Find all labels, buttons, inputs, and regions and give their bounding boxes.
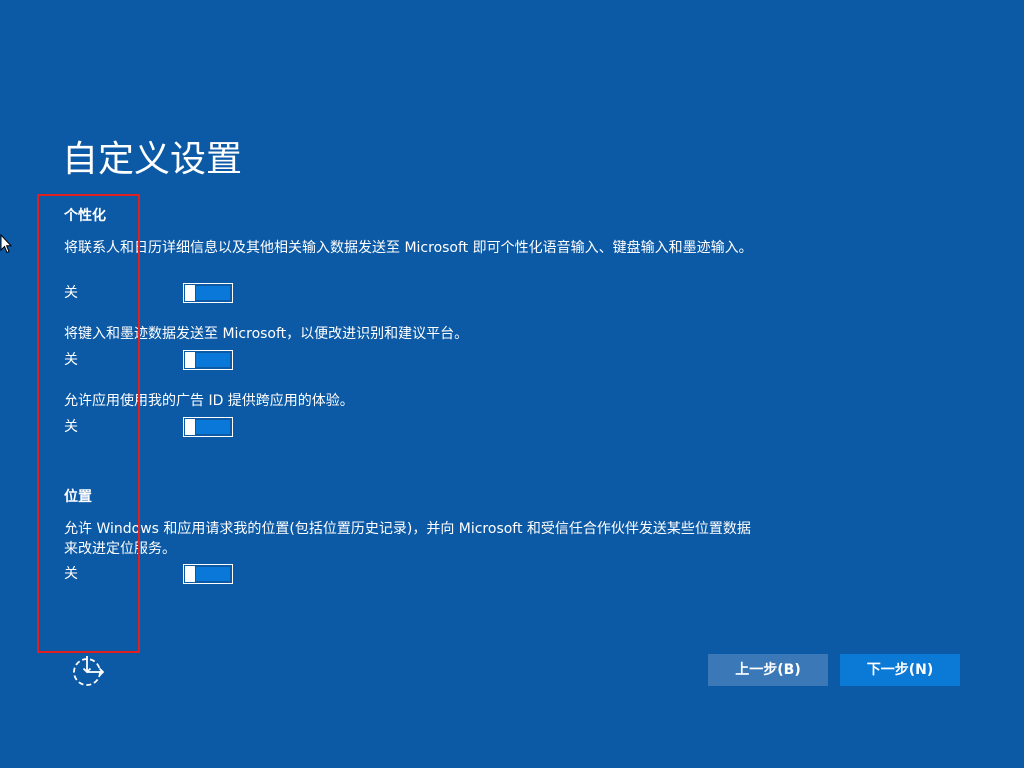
setting-description-typing-inking: 将键入和墨迹数据发送至 Microsoft，以便改进识别和建议平台。 [64,326,469,342]
setting-description-speech-inking: 将联系人和日历详细信息以及其他相关输入数据发送至 Microsoft 即可个性化… [64,240,753,256]
toggle-track [196,420,230,434]
mouse-pointer-icon [0,234,12,254]
toggle-thumb [185,352,195,368]
toggle-track [196,353,230,367]
section-heading-personalization: 个性化 [64,208,106,224]
page-title: 自定义设置 [62,139,243,180]
toggle-advertising-id[interactable] [183,417,233,437]
back-button[interactable]: 上一步(B) [708,654,828,686]
toggle-state-label: 关 [64,285,78,301]
highlight-annotation-box [37,194,140,653]
section-heading-location: 位置 [64,489,92,505]
toggle-state-label: 关 [64,566,78,582]
toggle-thumb [185,566,195,582]
toggle-speech-inking[interactable] [183,283,233,303]
toggle-track [196,567,230,581]
toggle-state-label: 关 [64,352,78,368]
setting-description-location: 允许 Windows 和应用请求我的位置(包括位置历史记录)，并向 Micros… [64,521,751,557]
toggle-typing-inking[interactable] [183,350,233,370]
toggle-thumb [185,285,195,301]
toggle-track [196,286,230,300]
next-button[interactable]: 下一步(N) [840,654,960,686]
toggle-thumb [185,419,195,435]
setting-description-advertising-id: 允许应用使用我的广告 ID 提供跨应用的体验。 [64,393,354,409]
toggle-location[interactable] [183,564,233,584]
ease-of-access-icon[interactable] [70,654,106,688]
toggle-state-label: 关 [64,419,78,435]
